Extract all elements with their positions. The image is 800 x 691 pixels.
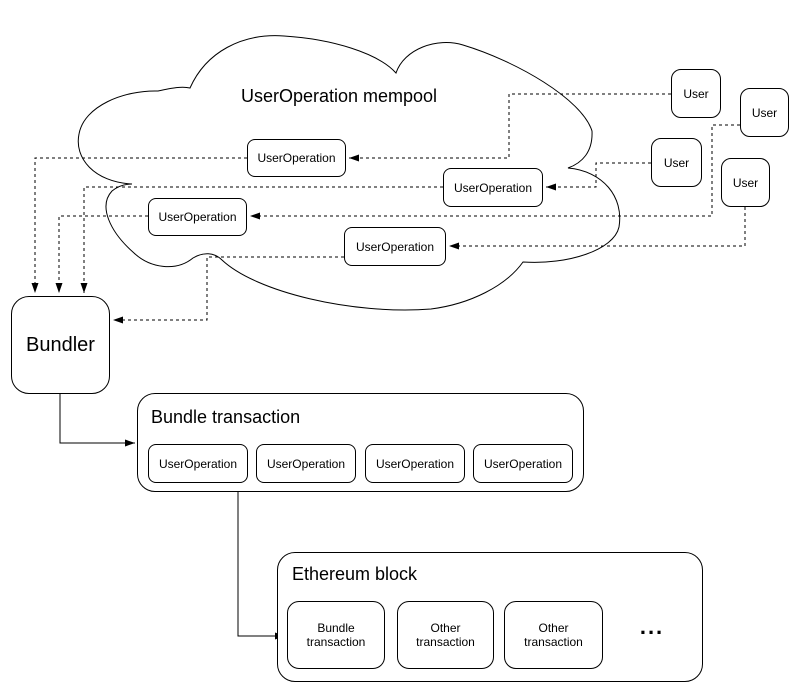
bundle-transaction-title: Bundle transaction [151,407,301,427]
mempool-userop-label-2: UserOperation [453,180,533,195]
bundle-userop-label-3: UserOperation [375,456,455,471]
connector-userop1-to-bundler [31,157,247,293]
user-box-2: User [740,88,789,137]
mempool-userop-box-3: UserOperation [148,198,247,236]
ethereum-other-transaction-box-2: Other transaction [504,601,603,669]
bundle-userop-label-4: UserOperation [483,456,563,471]
mempool-cloud-outline [77,35,621,311]
user-box-4: User [721,158,770,207]
bundler-label: Bundler [26,334,95,356]
user-label-4: User [732,175,759,190]
mempool-userop-label-4: UserOperation [355,239,435,254]
mempool-userop-box-4: UserOperation [344,227,446,266]
ethereum-block-title: Ethereum block [292,564,418,584]
connector-user2-to-userop3 [250,124,740,220]
bundle-userop-box-4: UserOperation [473,444,573,483]
ethereum-more-transactions-ellipsis: ... [639,614,665,639]
connector-user4-to-userop4 [449,207,746,250]
user-box-3: User [651,138,702,187]
connector-userop4-to-bundler [113,256,344,324]
user-label-1: User [683,86,709,101]
bundler-box: Bundler [11,296,110,394]
connector-bundle-transaction-to-ethereum-block [237,492,285,640]
mempool-userop-label-3: UserOperation [158,210,237,224]
bundle-userop-box-3: UserOperation [365,444,465,483]
mempool-userop-label-1: UserOperation [257,151,336,165]
ethereum-other-transaction-label-1: Other transaction [416,621,475,649]
bundle-userop-box-1: UserOperation [148,444,248,483]
bundle-userop-box-2: UserOperation [256,444,356,483]
connector-user1-to-userop1 [349,93,671,162]
ethereum-bundle-transaction-box: Bundle transaction [287,601,385,669]
mempool-title: UserOperation mempool [240,86,438,106]
bundle-userop-label-2: UserOperation [266,456,346,471]
mempool-userop-box-2: UserOperation [443,168,543,207]
user-box-1: User [671,69,721,118]
mempool-userop-box-1: UserOperation [247,139,346,177]
connector-userop3-to-bundler [55,215,148,293]
connector-user3-to-userop2 [546,162,651,191]
ethereum-other-transaction-box-1: Other transaction [397,601,494,669]
ethereum-bundle-transaction-label: Bundle transaction [306,621,366,649]
user-label-2: User [751,105,778,120]
connector-bundler-to-bundle-transaction [59,394,135,447]
ethereum-other-transaction-label-2: Other transaction [524,621,583,649]
bundle-userop-label-1: UserOperation [158,456,238,471]
user-label-3: User [663,155,690,170]
